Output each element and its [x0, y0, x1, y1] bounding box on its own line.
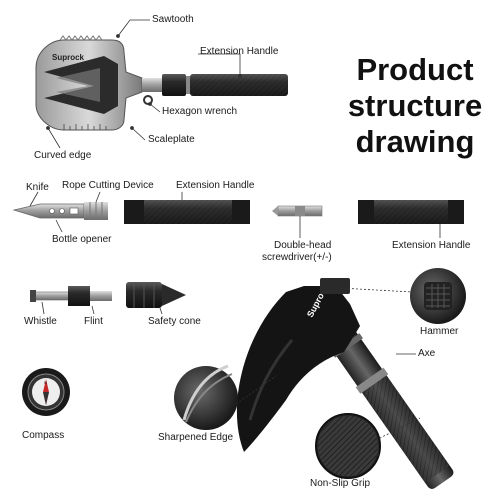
screwdriver-bit: [272, 205, 323, 238]
shovel-neck: [142, 78, 162, 92]
shovel-assembly: Suprock: [35, 35, 288, 131]
label-rope-cutting-device: Rope Cutting Device: [62, 180, 154, 191]
label-extension-handle-right: Extension Handle: [392, 240, 471, 251]
title-line-2: structure: [347, 88, 483, 123]
svg-text:N: N: [44, 380, 47, 385]
label-non-slip-grip: Non-Slip Grip: [310, 478, 371, 489]
knife-tool: [12, 202, 108, 220]
safety-cone: [126, 282, 186, 315]
leader-lines: [46, 19, 242, 149]
label-sawtooth: Sawtooth: [152, 14, 194, 25]
flint-tool: [68, 286, 112, 315]
axe-blade: [236, 286, 360, 452]
shovel-brand: Suprock: [52, 53, 85, 62]
label-hammer: Hammer: [420, 326, 459, 337]
label-safety-cone: Safety cone: [148, 316, 201, 327]
label-whistle: Whistle: [24, 316, 57, 327]
sawtooth-edge: [59, 35, 103, 41]
label-scaleplate: Scaleplate: [148, 134, 195, 145]
hexagon-wrench: [143, 95, 153, 105]
label-sharpened-edge: Sharpened Edge: [158, 432, 234, 443]
extension-handle-right: [358, 200, 464, 238]
label-flint: Flint: [84, 316, 103, 327]
label-extension-handle-top: Extension Handle: [200, 46, 279, 57]
title-line-3: drawing: [355, 124, 475, 159]
label-knife: Knife: [26, 182, 49, 193]
label-extension-handle-mid: Extension Handle: [176, 180, 255, 191]
extension-handle-middle: [124, 192, 250, 224]
label-double-head-2: screwdriver(+/-): [262, 252, 332, 263]
grip-zoom: [315, 413, 381, 479]
label-hexagon-wrench: Hexagon wrench: [162, 106, 238, 117]
label-bottle-opener: Bottle opener: [52, 234, 112, 245]
hammer-zoom: [410, 268, 466, 324]
label-axe: Axe: [418, 348, 436, 359]
axe-hammer-head: [320, 278, 350, 294]
sharpened-edge-zoom: [174, 364, 238, 430]
label-curved-edge: Curved edge: [34, 150, 92, 161]
compass-icon: N: [22, 368, 70, 416]
label-double-head-1: Double-head: [274, 240, 332, 251]
scaleplate-marks: [63, 124, 107, 130]
axe-assembly: Suprock: [236, 278, 454, 489]
title-line-1: Product: [356, 52, 474, 87]
label-compass: Compass: [22, 430, 65, 441]
